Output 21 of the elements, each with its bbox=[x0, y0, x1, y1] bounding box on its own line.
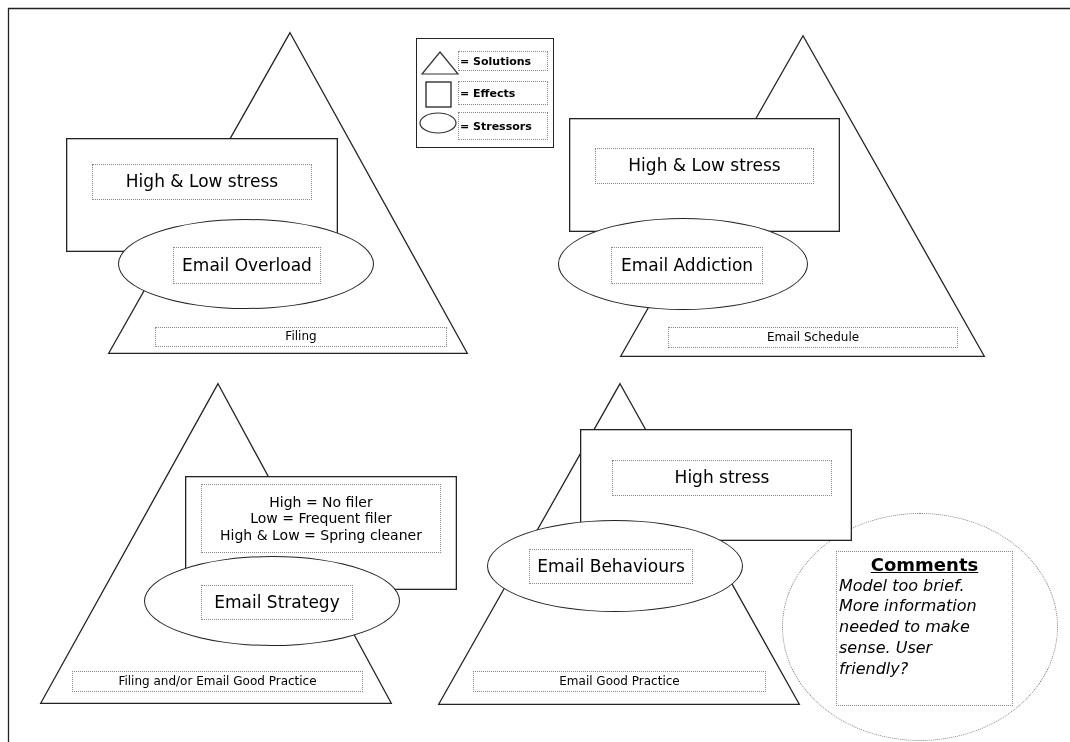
effect-label-line: High & Low = Spring cleaner bbox=[220, 526, 422, 543]
solution-label: Email Good Practice bbox=[473, 671, 766, 692]
legend-label: = Effects bbox=[458, 81, 548, 105]
effect-label-line: Low = Frequent filer bbox=[250, 510, 392, 527]
solution-label: Filing bbox=[155, 327, 447, 347]
legend-label: = Solutions bbox=[458, 51, 548, 71]
comment-text: Model too brief. More information needed to make sense. User friendly? bbox=[839, 575, 978, 680]
effect-label: High & Low stress bbox=[595, 148, 814, 184]
solution-label: Filing and/or Email Good Practice bbox=[72, 671, 363, 692]
effect-label: High stress bbox=[612, 460, 832, 496]
stressor-label: Email Behaviours bbox=[529, 549, 693, 584]
legend-label: = Stressors bbox=[458, 112, 548, 140]
effect-rectangle bbox=[580, 429, 852, 541]
effect-rectangle bbox=[569, 118, 840, 232]
effect-label: High & Low stress bbox=[92, 164, 312, 200]
stressor-label: Email Overload bbox=[173, 247, 321, 284]
effect-label-line: High = No filer bbox=[269, 494, 373, 511]
solution-label: Email Schedule bbox=[668, 327, 958, 348]
comments-heading: Comments bbox=[870, 555, 979, 576]
stressor-label: Email Strategy bbox=[201, 585, 353, 620]
stressor-label: Email Addiction bbox=[611, 247, 763, 284]
